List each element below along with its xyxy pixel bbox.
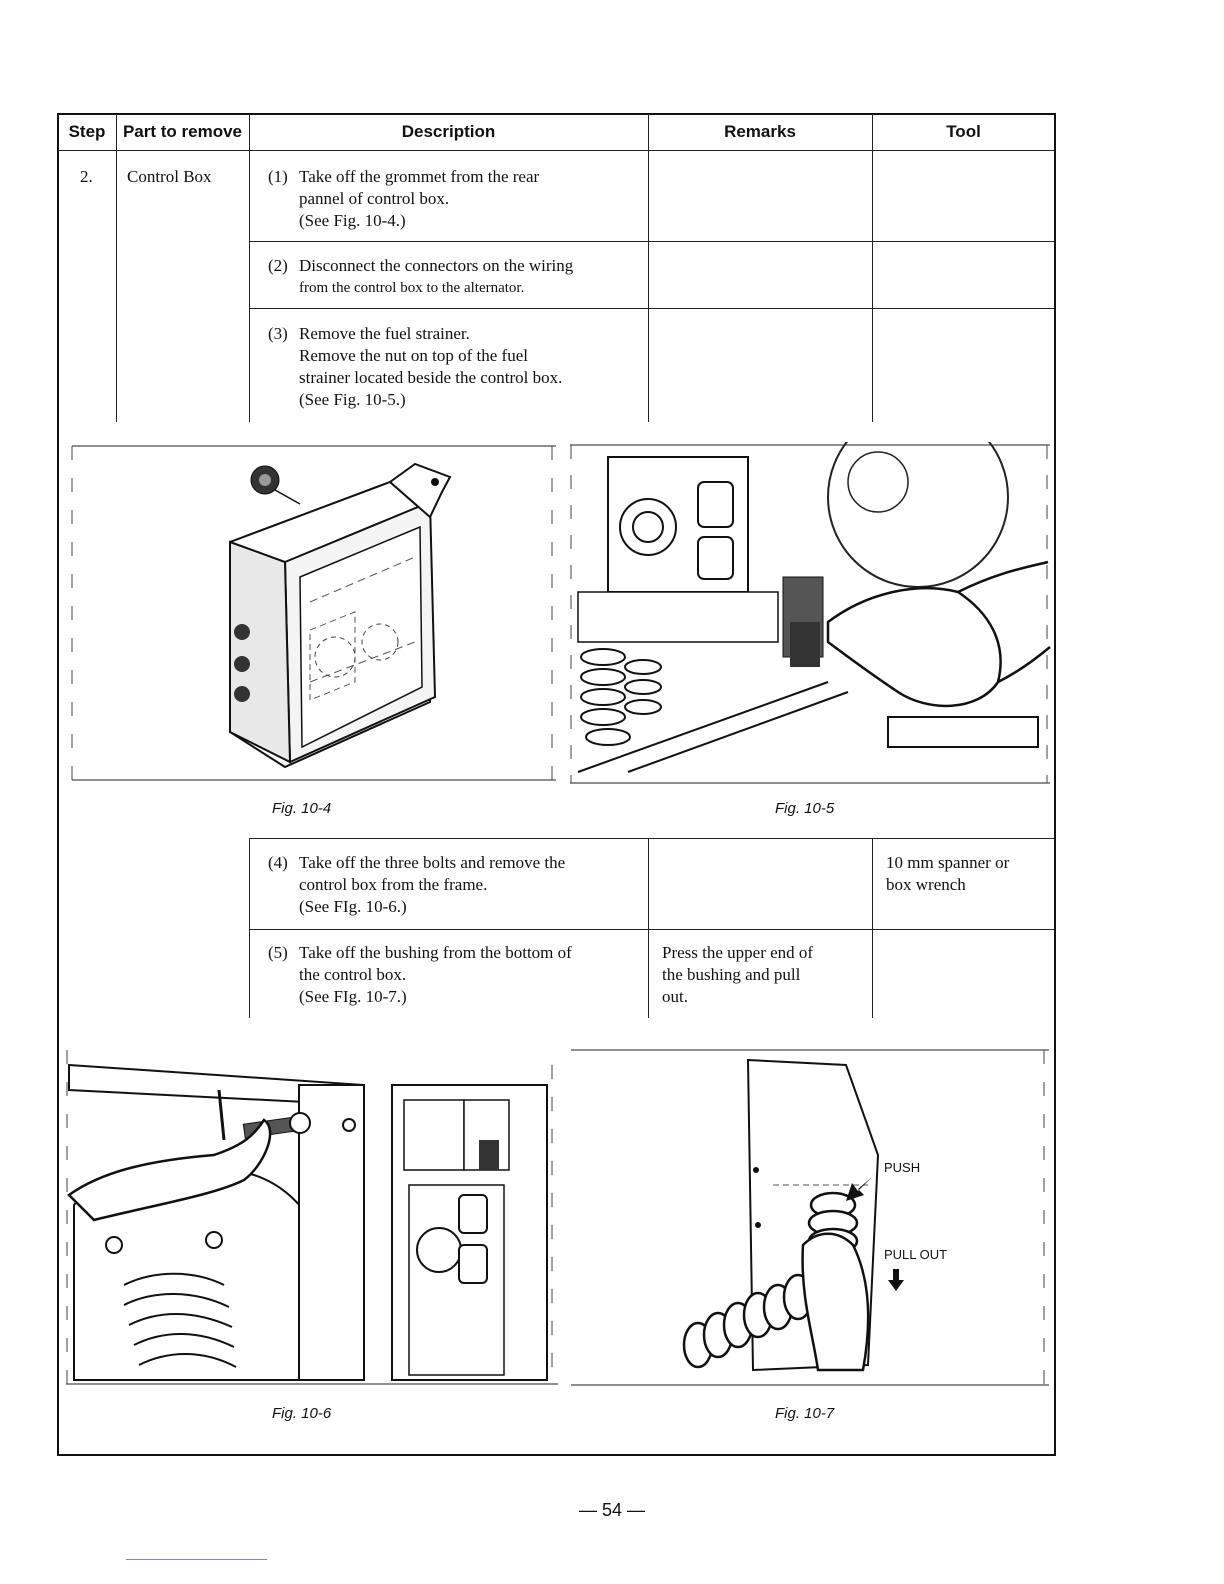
caption-fig-10-5: Fig. 10-5 (775, 800, 835, 817)
col-divider-part (249, 114, 250, 150)
col-line-desc-body (648, 150, 649, 422)
col-line-part-body (249, 150, 250, 422)
desc-line: (See FIg. 10-6.) (299, 897, 407, 916)
remarks-line: out. (662, 987, 688, 1006)
step-number: 2. (80, 167, 93, 186)
desc-line: (See Fig. 10-4.) (299, 211, 406, 230)
pull-out-label: PULL OUT (884, 1247, 947, 1262)
item-number: (1) (268, 167, 288, 186)
figure-10-4 (70, 442, 558, 782)
header-step: Step (68, 122, 106, 141)
tool-line: 10 mm spanner or (886, 853, 1010, 872)
remarks-item-5: Press the upper end of the bushing and p… (662, 942, 854, 1008)
remarks-line: Press the upper end of (662, 943, 814, 962)
item-number: (4) (268, 853, 288, 872)
desc-line: control box from the frame. (299, 875, 488, 894)
desc-line: Take off the three bolts and remove the (299, 853, 566, 872)
caption-fig-10-7: Fig. 10-7 (775, 1405, 835, 1422)
row-sep-1 (249, 241, 1055, 242)
part-name: Control Box (127, 167, 212, 186)
row-sep-2 (249, 308, 1055, 309)
col-line-remarks-body (872, 150, 873, 422)
figure-10-7: PUSH PULL OUT (568, 1045, 1052, 1390)
col-divider-desc (648, 114, 649, 150)
desc-line: the control box. (299, 965, 407, 984)
item-number: (2) (268, 256, 288, 275)
header-divider (58, 150, 1055, 151)
remarks-line: the bushing and pull (662, 965, 801, 984)
col-divider-step (116, 114, 117, 150)
desc-line: Remove the nut on top of the fuel (299, 346, 528, 365)
table-frame (57, 113, 1056, 1456)
row-sep-4 (249, 929, 1055, 930)
item-number: (5) (268, 943, 288, 962)
desc-line: Disconnect the connectors on the wiring (299, 256, 574, 275)
col-line-desc-lower (648, 838, 649, 1018)
header-tool: Tool (946, 122, 981, 141)
desc-line: (See FIg. 10-7.) (299, 987, 407, 1006)
desc-line: Take off the bushing from the bottom of (299, 943, 572, 962)
desc-line: Take off the grommet from the rear (299, 167, 540, 186)
desc-line: from the control box to the alternator. (299, 280, 525, 296)
footer-rule (126, 1559, 267, 1560)
figure-10-5 (568, 442, 1052, 785)
desc-line: pannel of control box. (299, 189, 450, 208)
tool-item-4: 10 mm spanner or box wrench (886, 852, 1046, 896)
desc-line: strainer located beside the control box. (299, 368, 563, 387)
col-divider-remarks (872, 114, 873, 150)
col-line-step-body (116, 150, 117, 422)
caption-fig-10-4: Fig. 10-4 (272, 800, 332, 817)
header-part: Part to remove (122, 122, 243, 141)
item-number: (3) (268, 324, 288, 343)
desc-line: (See Fig. 10-5.) (299, 390, 406, 409)
col-line-part-lower (249, 838, 250, 1018)
page-number: — 54 — (578, 1500, 646, 1520)
col-line-remarks-lower (872, 838, 873, 1018)
push-label: PUSH (884, 1160, 920, 1175)
figure-10-6 (64, 1045, 560, 1387)
row-sep-3 (249, 838, 1055, 839)
desc-line: Remove the fuel strainer. (299, 324, 470, 343)
tool-line: box wrench (886, 875, 966, 894)
header-description: Description (401, 122, 496, 141)
header-remarks: Remarks (724, 122, 796, 141)
caption-fig-10-6: Fig. 10-6 (272, 1405, 332, 1422)
